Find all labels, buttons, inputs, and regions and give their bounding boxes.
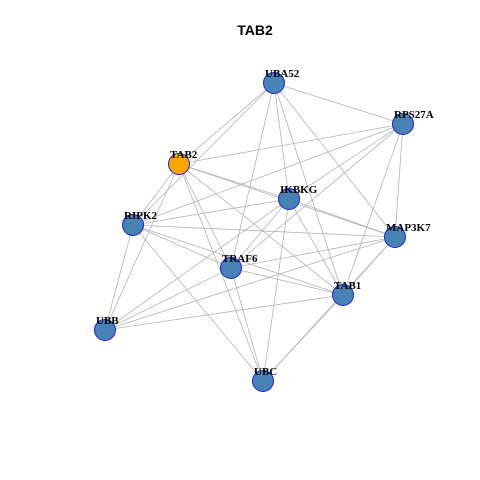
node-label-tab1: TAB1 [334,280,361,292]
edge-ikbkg-tab1 [288,198,344,296]
node-label-ubc: UBC [254,366,277,378]
edge-uba52-map3k7 [273,82,396,238]
edge-rps27a-map3k7 [394,123,404,238]
edge-ikbkg-ripk2 [132,198,290,226]
edge-traf6-tab1 [230,267,344,296]
edge-rps27a-ikbkg [288,123,404,200]
node-circle-traf6 [220,257,242,279]
edge-rps27a-ripk2 [132,123,404,226]
node-circle-ubc [252,370,274,392]
edge-tab2-traf6 [178,163,232,269]
diagram-title: TAB2 [237,22,273,38]
node-circle-ubb [94,319,116,341]
edge-uba52-tab1 [273,82,344,296]
edge-ripk2-map3k7 [132,224,396,238]
node-label-traf6: TRAF6 [222,253,258,265]
edge-map3k7-ubb [104,236,396,331]
node-label-ikbkg: IKBKG [280,184,318,196]
edge-tab2-tab1 [178,163,344,296]
edge-tab1-ubb [104,294,344,331]
node-label-uba52: UBA52 [265,68,300,80]
edge-ripk2-traf6 [132,224,232,269]
node-rps27a: RPS27A [392,109,434,135]
edge-uba52-rps27a [273,82,404,125]
edge-uba52-ikbkg [273,82,290,200]
node-circle-map3k7 [384,226,406,248]
node-ikbkg: IKBKG [278,184,318,210]
edge-rps27a-tab1 [342,123,404,296]
node-ubb: UBB [94,315,119,341]
node-circle-tab2 [168,153,190,175]
node-label-rps27a: RPS27A [394,109,434,121]
node-ubc: UBC [252,366,277,392]
edge-ikbkg-traf6 [230,198,290,269]
edge-uba52-ripk2 [132,82,275,226]
node-map3k7: MAP3K7 [384,222,431,248]
node-circle-rps27a [392,113,414,135]
edge-traf6-ubc [230,267,264,382]
node-circle-tab1 [332,284,354,306]
edge-ripk2-ubb [104,224,134,331]
edge-tab2-ubb [104,163,180,331]
node-label-map3k7: MAP3K7 [386,222,431,234]
node-circle-ikbkg [278,188,300,210]
edge-layer [104,82,404,382]
edge-tab1-ubc [262,294,344,382]
node-traf6: TRAF6 [220,253,258,279]
node-label-tab2: TAB2 [170,149,198,161]
node-tab1: TAB1 [332,280,361,306]
node-circle-ripk2 [122,214,144,236]
node-ripk2: RIPK2 [122,210,158,236]
edge-ikbkg-ubb [104,198,290,331]
node-tab2: TAB2 [168,149,198,175]
edge-rps27a-tab2 [178,123,404,165]
node-uba52: UBA52 [263,68,300,94]
edge-ripk2-ubc [132,224,264,382]
edge-traf6-ubb [104,267,232,331]
edge-map3k7-traf6 [230,236,396,269]
edge-uba52-traf6 [230,82,275,269]
node-label-ripk2: RIPK2 [124,210,158,222]
edge-uba52-tab2 [178,82,275,165]
edge-ikbkg-ubc [262,198,290,382]
edge-tab2-ripk2 [132,163,180,226]
node-circle-uba52 [263,72,285,94]
edge-ikbkg-map3k7 [288,198,396,238]
node-label-ubb: UBB [96,315,119,327]
edge-rps27a-traf6 [230,123,404,269]
